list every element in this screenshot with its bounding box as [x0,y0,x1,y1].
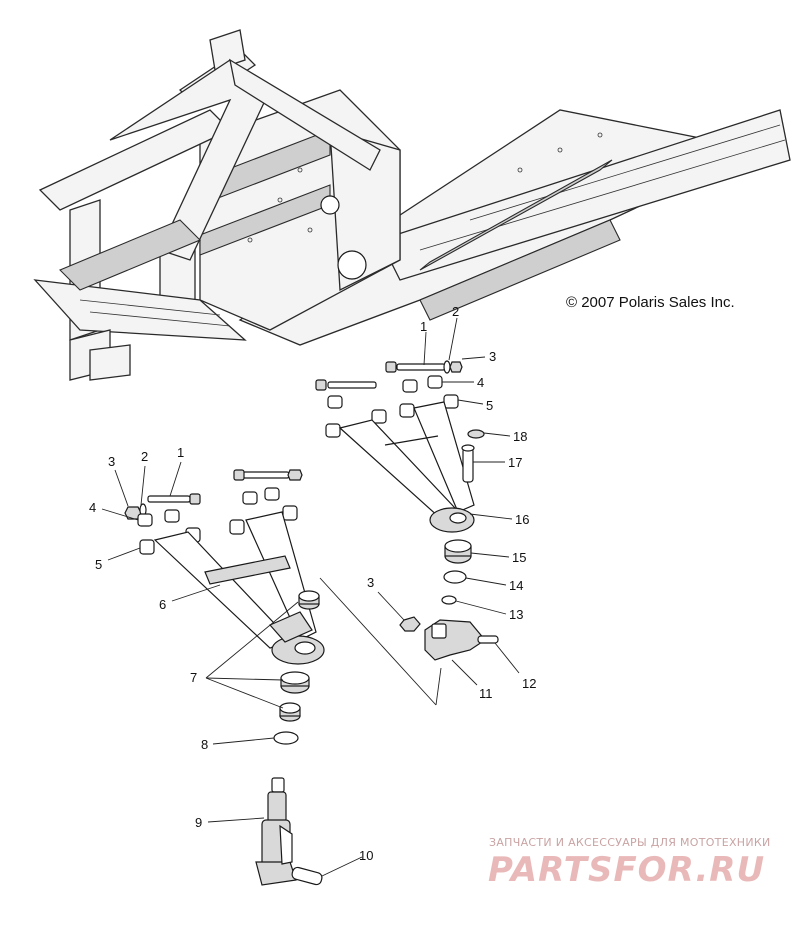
callout-12: 12 [522,676,536,691]
bearing-15 [444,539,472,564]
callout-17: 17 [508,455,522,470]
bolt-upper-left [315,379,377,391]
bushing-lower-1 [137,513,153,527]
bushing-upper-2 [402,379,418,393]
callout-1-upper: 1 [420,319,427,334]
bolt-lower-right [233,469,290,481]
washer-upper [443,360,451,374]
callout-3-upper: 3 [489,349,496,364]
callout-4-upper: 4 [477,375,484,390]
callout-5-lower: 5 [95,557,102,572]
upper-a-arm-rear-tube [413,401,475,513]
callout-9: 9 [195,815,202,830]
bushing-upper-5b [399,403,415,418]
callout-11: 11 [479,686,493,701]
callout-13: 13 [509,607,523,622]
bushing-7-bottom [279,702,301,722]
callout-numbers: 1 2 3 4 5 18 17 16 15 14 13 12 11 3 1 2 … [89,304,536,863]
bushing-lower-4 [264,487,280,501]
callout-2-lower: 2 [141,449,148,464]
chassis-frame [33,29,791,381]
nut-mid [399,616,421,632]
callout-4-lower: 4 [89,500,96,515]
bushing-lower-5c [229,519,245,535]
watermark-tagline: ЗАПЧАСТИ И АКСЕССУАРЫ ДЛЯ МОТОТЕХНИКИ [489,836,771,849]
callout-8: 8 [201,737,208,752]
callout-15: 15 [512,550,526,565]
shock-mount-plate [204,555,291,585]
bushing-upper-5d [325,423,341,438]
circlip-14 [443,570,467,584]
upper-a-arm-assembly [315,360,499,661]
washer-13 [441,595,457,605]
callout-3-lower: 3 [108,454,115,469]
callout-6: 6 [159,597,166,612]
copyright-notice: © 2007 Polaris Sales Inc. [566,294,735,311]
bearing-7-middle [280,671,310,694]
bushing-lower-2 [164,509,180,523]
callout-3-mid: 3 [367,575,374,590]
watermark-logo: PARTSFOR.RU [488,850,766,890]
callout-18: 18 [513,429,527,444]
bushing-upper-5a [371,409,387,424]
callout-16: 16 [515,512,529,527]
bushing-upper-3 [427,375,443,389]
pin-17 [462,447,474,483]
bolt-lower-left [147,493,201,505]
callout-10: 10 [359,848,373,863]
circlip-8 [273,731,299,745]
bushing-upper-5c [443,394,459,409]
bushing-7-top [298,590,320,610]
spindle-assembly [255,777,323,886]
leader-lines [101,317,520,877]
callout-5-upper: 5 [486,398,493,413]
bolt-upper-right [385,361,446,373]
pin-10 [291,866,323,886]
cap-18 [467,429,485,439]
nut-upper [449,361,463,373]
spindle-top-shaft [271,777,285,793]
callout-7: 7 [190,670,197,685]
bushing-lower-5d [282,505,298,521]
bushing-upper-1 [327,395,343,409]
callout-2-upper: 2 [452,304,459,319]
lower-a-arm-rear-tube [245,511,317,641]
pin-12 [477,635,499,644]
bushing-lower-3 [242,491,258,505]
bushing-lower-5a [139,539,155,555]
callout-14: 14 [509,578,523,593]
callout-1-lower: 1 [177,445,184,460]
lower-a-arm-assembly [124,469,325,745]
